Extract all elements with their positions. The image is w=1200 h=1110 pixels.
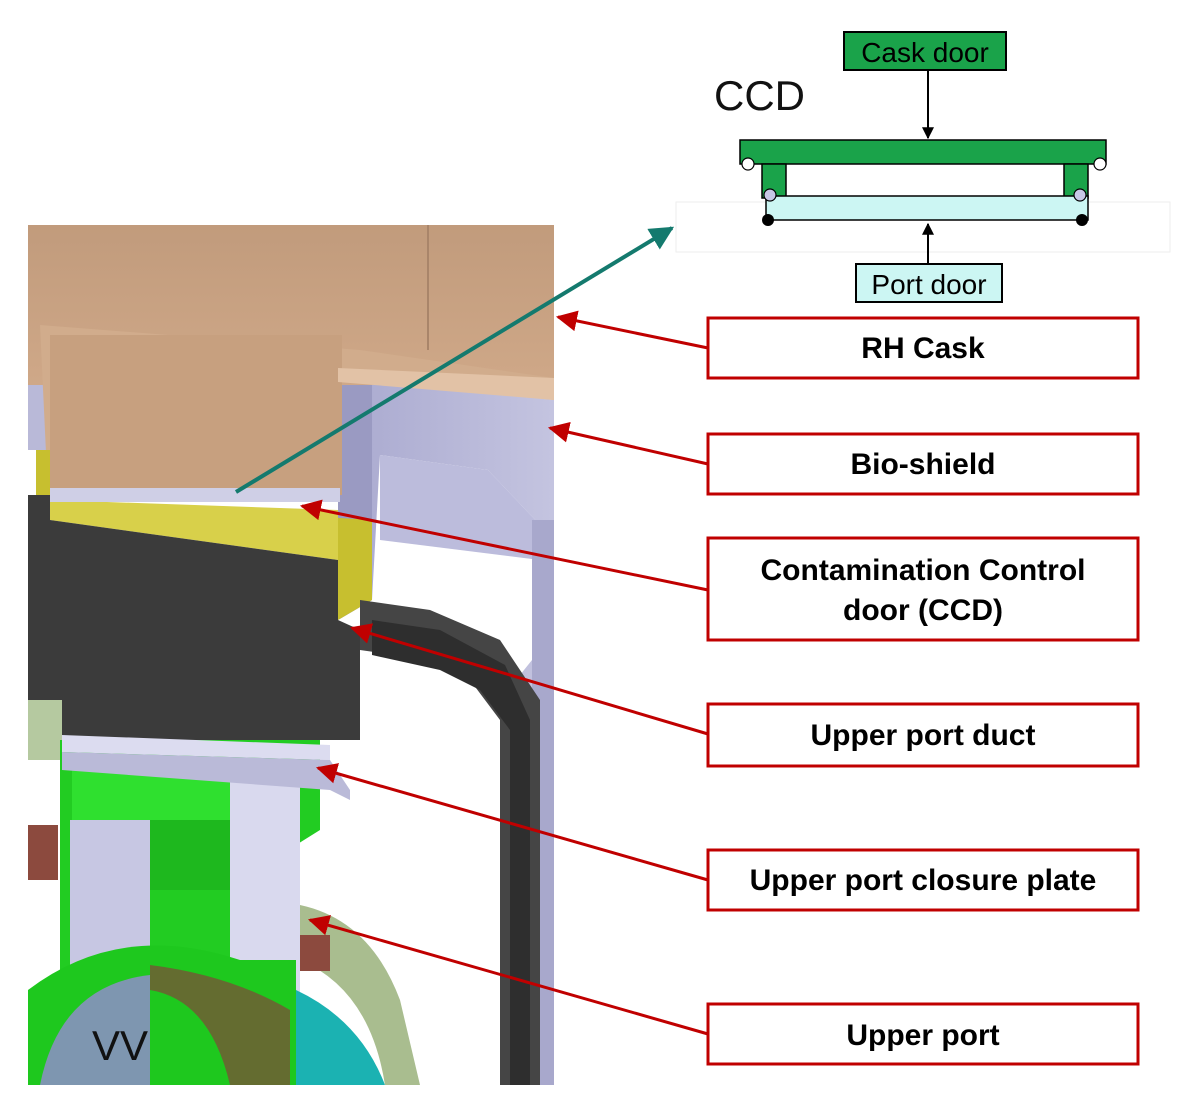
model-cutaway: VV <box>28 225 554 1085</box>
upper-port-duct-geometry <box>28 495 540 1085</box>
pin-circle <box>762 214 774 226</box>
rh-cask-geometry <box>28 225 554 495</box>
callout-ccd-line2: door (CCD) <box>843 594 1003 627</box>
callout-upper-port-closure-plate: Upper port closure plate <box>750 864 1097 897</box>
callout-upper-port: Upper port <box>846 1019 999 1052</box>
port-door-label: Port door <box>871 269 986 300</box>
pin-circle <box>1073 188 1087 202</box>
callout-arrow-upper-port-closure-plate <box>315 763 709 882</box>
callout-bio-shield: Bio-shield <box>850 448 995 481</box>
callout-box-rh-cask <box>706 316 1140 380</box>
port-door-shape <box>765 195 1089 221</box>
cask-door-label: Cask door <box>861 37 989 68</box>
callout-arrow-bio-shield <box>547 421 709 466</box>
inset-title: CCD <box>714 72 805 119</box>
upper-port-geometry <box>28 700 420 1085</box>
callout-rh-cask: RH Cask <box>861 332 985 365</box>
callout-box-upper-port-duct <box>706 702 1140 768</box>
cask-door-shape <box>739 139 1107 165</box>
vv-label: VV <box>92 1022 148 1069</box>
callout-box-ccd <box>706 536 1140 642</box>
port-door-tag <box>855 263 1003 303</box>
cask-door-tag <box>843 31 1007 71</box>
callout-box-upper-port <box>706 1002 1140 1066</box>
callout-upper-port-duct: Upper port duct <box>811 719 1036 752</box>
callout-box-upper-port-closure-plate <box>706 848 1140 912</box>
callout-arrow-rh-cask <box>555 310 709 350</box>
callout-arrow-upper-port-duct <box>349 623 709 736</box>
pin-circle <box>763 188 777 202</box>
latch-circle <box>741 157 755 171</box>
ccd-pointer-arrow <box>234 226 675 494</box>
callout-ccd-line1: Contamination Control <box>761 554 1086 587</box>
ccd-inset: CCD Cask door Port door <box>675 31 1171 303</box>
pin-circle <box>1076 214 1088 226</box>
ccd-geometry <box>36 450 372 620</box>
callout-arrow-upper-port <box>307 915 709 1036</box>
callout-arrow-ccd <box>299 499 709 592</box>
latch-circle <box>1093 157 1107 171</box>
callouts: RH Cask Bio-shield Contamination Control… <box>299 310 1140 1066</box>
callout-box-bio-shield <box>706 432 1140 496</box>
